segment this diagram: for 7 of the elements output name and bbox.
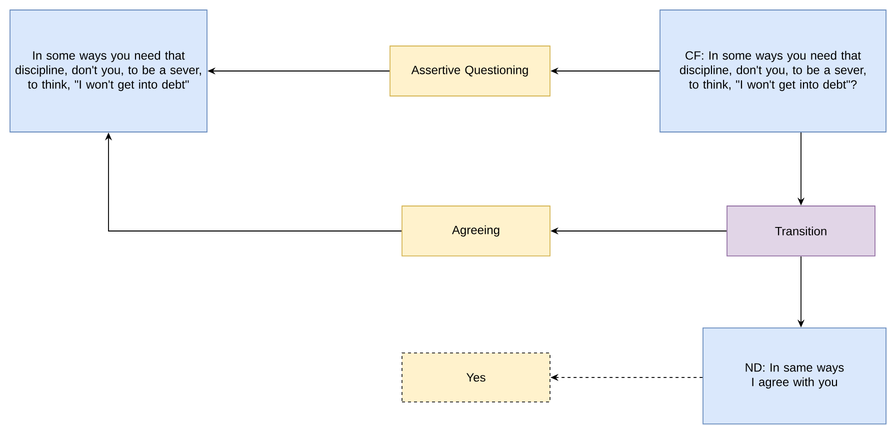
statement-box: ND: In same ways I agree with you <box>702 328 886 424</box>
category-box: Agreeing <box>402 206 550 256</box>
category-box: Assertive Questioning <box>390 46 550 96</box>
option-box: Yes <box>402 352 550 402</box>
statement-box: CF: In some ways you need that discipline, don't you, to be a sever, to think, "I won't get into debt"? <box>660 10 886 132</box>
transition-box: Transition <box>726 206 876 256</box>
statement-box: In some ways you need that discipline, don't you, to be a sever, to think, "I won't get into debt" <box>10 10 208 132</box>
